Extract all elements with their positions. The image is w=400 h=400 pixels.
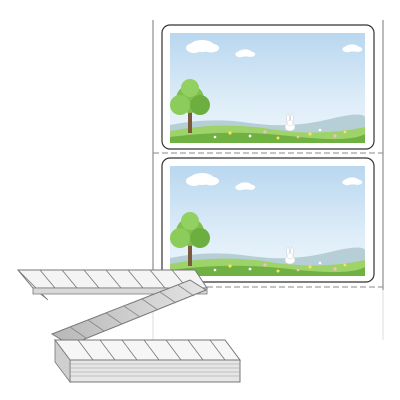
- label-card: [161, 24, 375, 150]
- label-artwork: [170, 33, 366, 143]
- label-artwork: [170, 166, 366, 276]
- label-card: [161, 157, 375, 283]
- stack-bottom-fold: [54, 338, 241, 384]
- fanfold-label-stack: [16, 269, 241, 384]
- stack-top-fold: [16, 269, 208, 301]
- label-sheet: [150, 20, 390, 348]
